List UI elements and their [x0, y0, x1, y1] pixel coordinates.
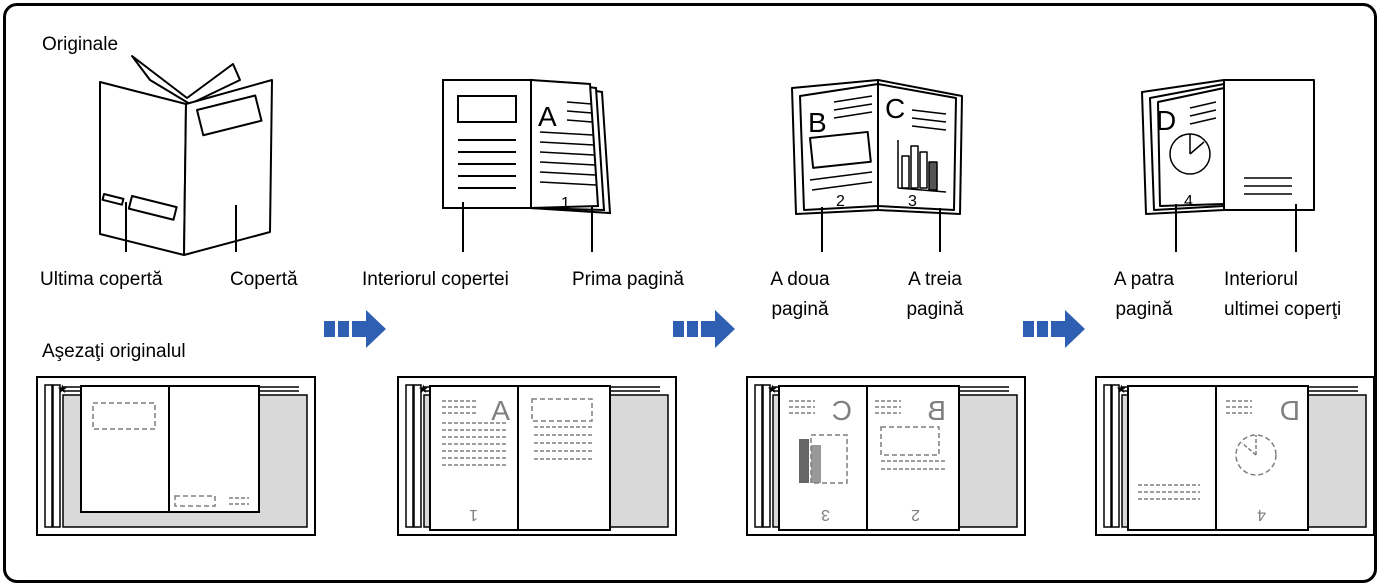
mirrored-letter-c: C	[832, 395, 852, 426]
label-front-cover: Copertă	[230, 269, 298, 290]
page-number-3: 3	[908, 193, 917, 210]
originals-heading: Originale	[42, 34, 119, 55]
mirrored-number-2: 2	[911, 506, 920, 523]
booklet-cover-illustration	[99, 55, 273, 256]
arrow-icon-step3	[1023, 310, 1085, 348]
mirrored-number-1: 1	[469, 506, 478, 523]
mirrored-number-4: 4	[1257, 506, 1266, 523]
booklet-page1-illustration	[442, 78, 612, 252]
diagram-frame	[3, 3, 1377, 583]
page-letter-c: C	[885, 93, 905, 124]
label-back-cover: Ultima copertă	[40, 269, 163, 290]
scanner-glass-2	[397, 376, 677, 536]
mirrored-letter-b: B	[927, 395, 946, 426]
page-letter-d: D	[1156, 105, 1176, 136]
page-number-1: 1	[561, 195, 570, 212]
arrow-icon-step1	[324, 310, 386, 348]
scanner-glass-3	[746, 376, 1026, 536]
mirrored-number-3: 3	[821, 506, 830, 523]
page-letter-b: B	[808, 107, 827, 138]
page-number-2: 2	[836, 193, 845, 210]
mirrored-letter-d: D	[1280, 395, 1300, 426]
booklet-page4-illustration	[1141, 79, 1315, 252]
place-original-heading: Aşezaţi originalul	[42, 341, 186, 362]
label-inside-front-cover: Interiorul copertei	[362, 269, 509, 290]
scanner-glass-1	[36, 376, 316, 536]
mirrored-letter-a: A	[491, 395, 510, 426]
booklet-pages2-3-illustration	[791, 79, 963, 252]
label-first-page: Prima pagină	[572, 269, 684, 290]
scanner-glass-4	[1095, 376, 1375, 536]
page-number-4: 4	[1184, 193, 1193, 210]
page-letter-a: A	[538, 101, 557, 132]
arrow-icon-step2	[673, 310, 735, 348]
